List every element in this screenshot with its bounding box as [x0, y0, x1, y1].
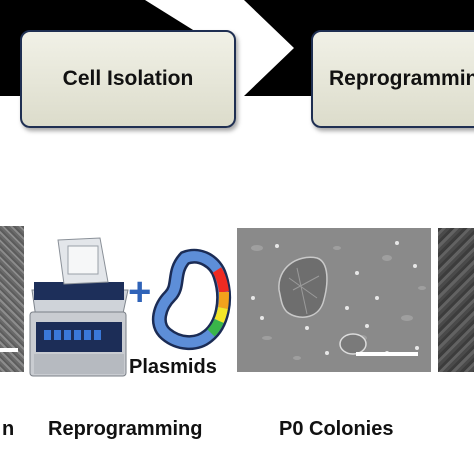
micrograph-p0-colonies: [237, 228, 431, 372]
step-cell-isolation: Cell Isolation: [20, 30, 236, 128]
caption-reprogramming: Reprogramming: [48, 418, 203, 440]
scale-bar: [356, 352, 418, 356]
micrograph-right: [438, 228, 474, 372]
colony-texture: [237, 228, 431, 372]
plasmids-label: Plasmids: [129, 356, 217, 378]
step-cell-isolation-label: Cell Isolation: [62, 67, 194, 90]
caption-p0-colonies: P0 Colonies: [279, 418, 394, 440]
scale-bar: [0, 348, 18, 352]
micrograph-isolated-cells: [0, 226, 24, 372]
step-reprogramming-label: Reprogramming: [329, 67, 474, 90]
step-reprogramming: Reprogramming: [311, 30, 474, 128]
caption-partial: n: [2, 418, 15, 440]
plus-sign: +: [128, 270, 152, 314]
